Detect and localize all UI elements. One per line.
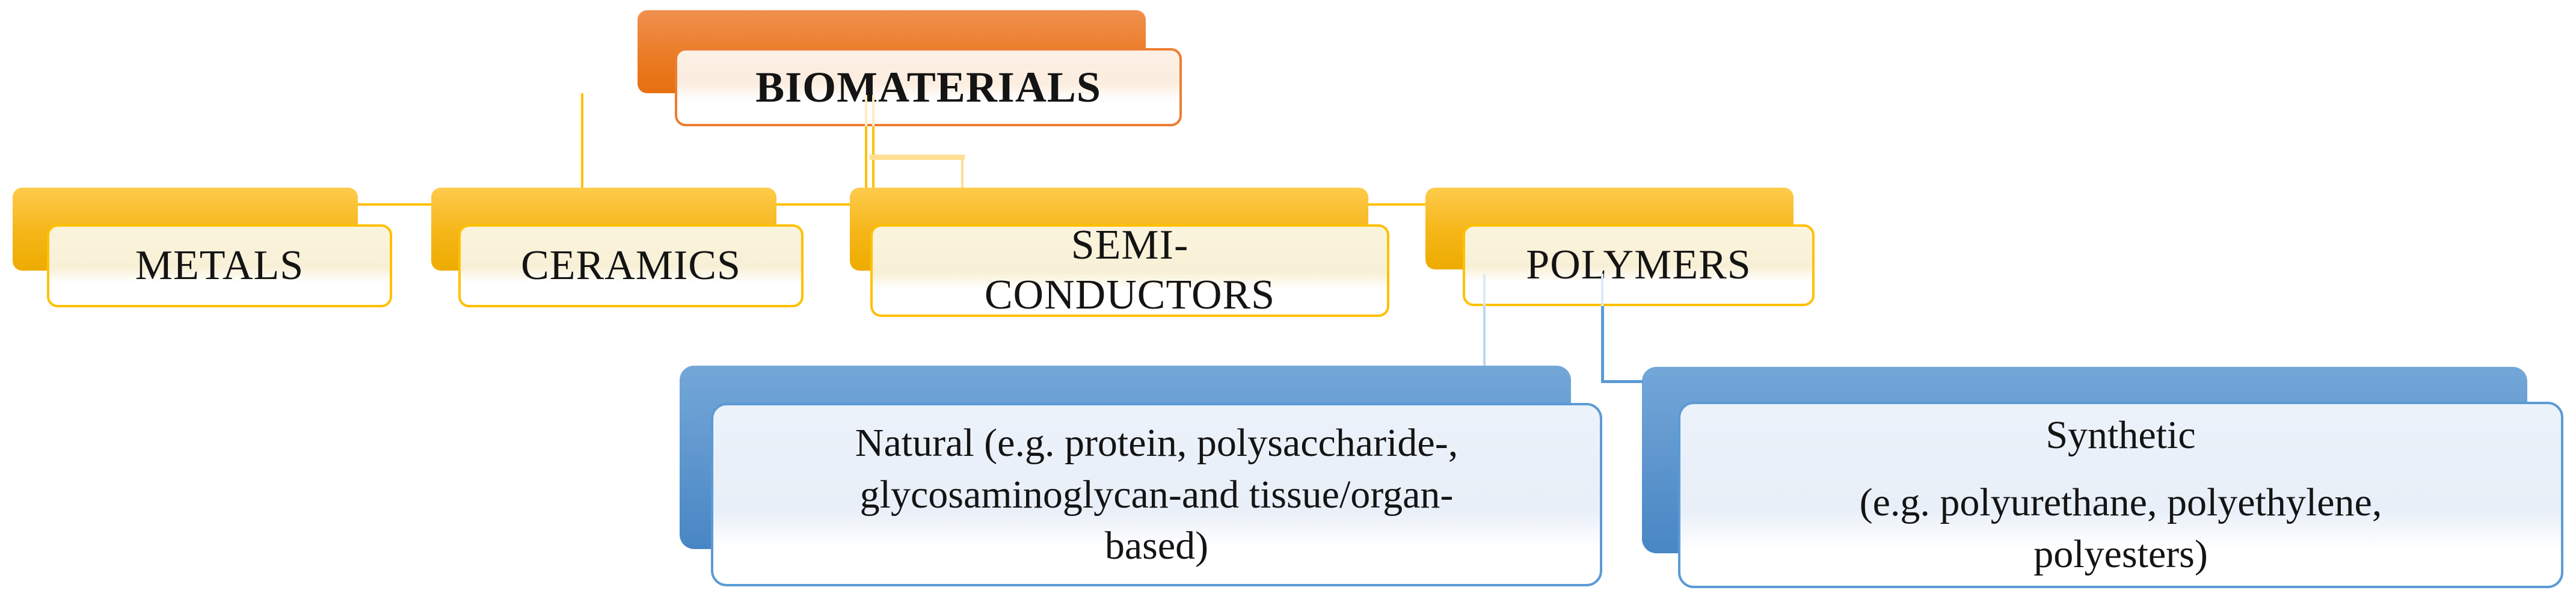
node-polymers-label: POLYMERS [1526, 241, 1751, 288]
node-natural-label-line2: glycosaminoglycan-and tissue/organ- [859, 472, 1454, 517]
node-synthetic-label-line2: (e.g. polyurethane, polyethylene, [1859, 481, 2382, 525]
node-polymers[interactable]: POLYMERS [1463, 224, 1815, 306]
node-biomaterials-label: BIOMATERIALS [755, 63, 1101, 111]
node-semiconductors[interactable]: SEMI- CONDUCTORS [870, 222, 1389, 318]
connector-root-drop-left-overlay [865, 95, 867, 126]
node-ceramics-label: CERAMICS [521, 242, 741, 289]
node-semiconductors-label-line1: SEMI- [1071, 222, 1189, 269]
connector-root-to-ceramics [581, 93, 583, 188]
node-semiconductors-label-line2: CONDUCTORS [984, 272, 1276, 318]
node-ceramics[interactable]: CERAMICS [458, 224, 804, 307]
connector-polymers-to-synthetic-drop [1601, 306, 1604, 383]
connector-elbow-horizontal [870, 155, 965, 160]
connector-polymers-to-synthetic-horizontal [1601, 380, 1643, 383]
connector-polymers-to-natural [1483, 306, 1486, 366]
node-natural-label-line3: based) [1104, 524, 1209, 568]
connector-elbow-drop [961, 158, 964, 188]
node-synthetic-polymers[interactable]: Synthetic (e.g. polyurethane, polyethyle… [1678, 402, 2563, 588]
connector-synthetic-overlay [1601, 274, 1603, 306]
node-synthetic-label-line3: polyesters) [2033, 532, 2208, 576]
connector-root-drop-right-overlay [872, 95, 875, 126]
node-synthetic-label-line1: Synthetic [2046, 413, 2196, 458]
connector-natural-overlay [1483, 274, 1486, 306]
connector-ceramics-semiconductors [776, 203, 850, 206]
node-natural-polymers[interactable]: Natural (e.g. protein, polysaccharide-, … [711, 403, 1602, 586]
node-metals-label: METALS [135, 242, 304, 289]
node-natural-label-line1: Natural (e.g. protein, polysaccharide-, [855, 420, 1459, 465]
connector-semiconductors-polymers [1368, 203, 1425, 206]
connector-metals-ceramics [358, 203, 431, 206]
node-biomaterials[interactable]: BIOMATERIALS [675, 48, 1182, 126]
connector-root-drop-left [865, 126, 867, 188]
node-metals[interactable]: METALS [47, 224, 392, 307]
